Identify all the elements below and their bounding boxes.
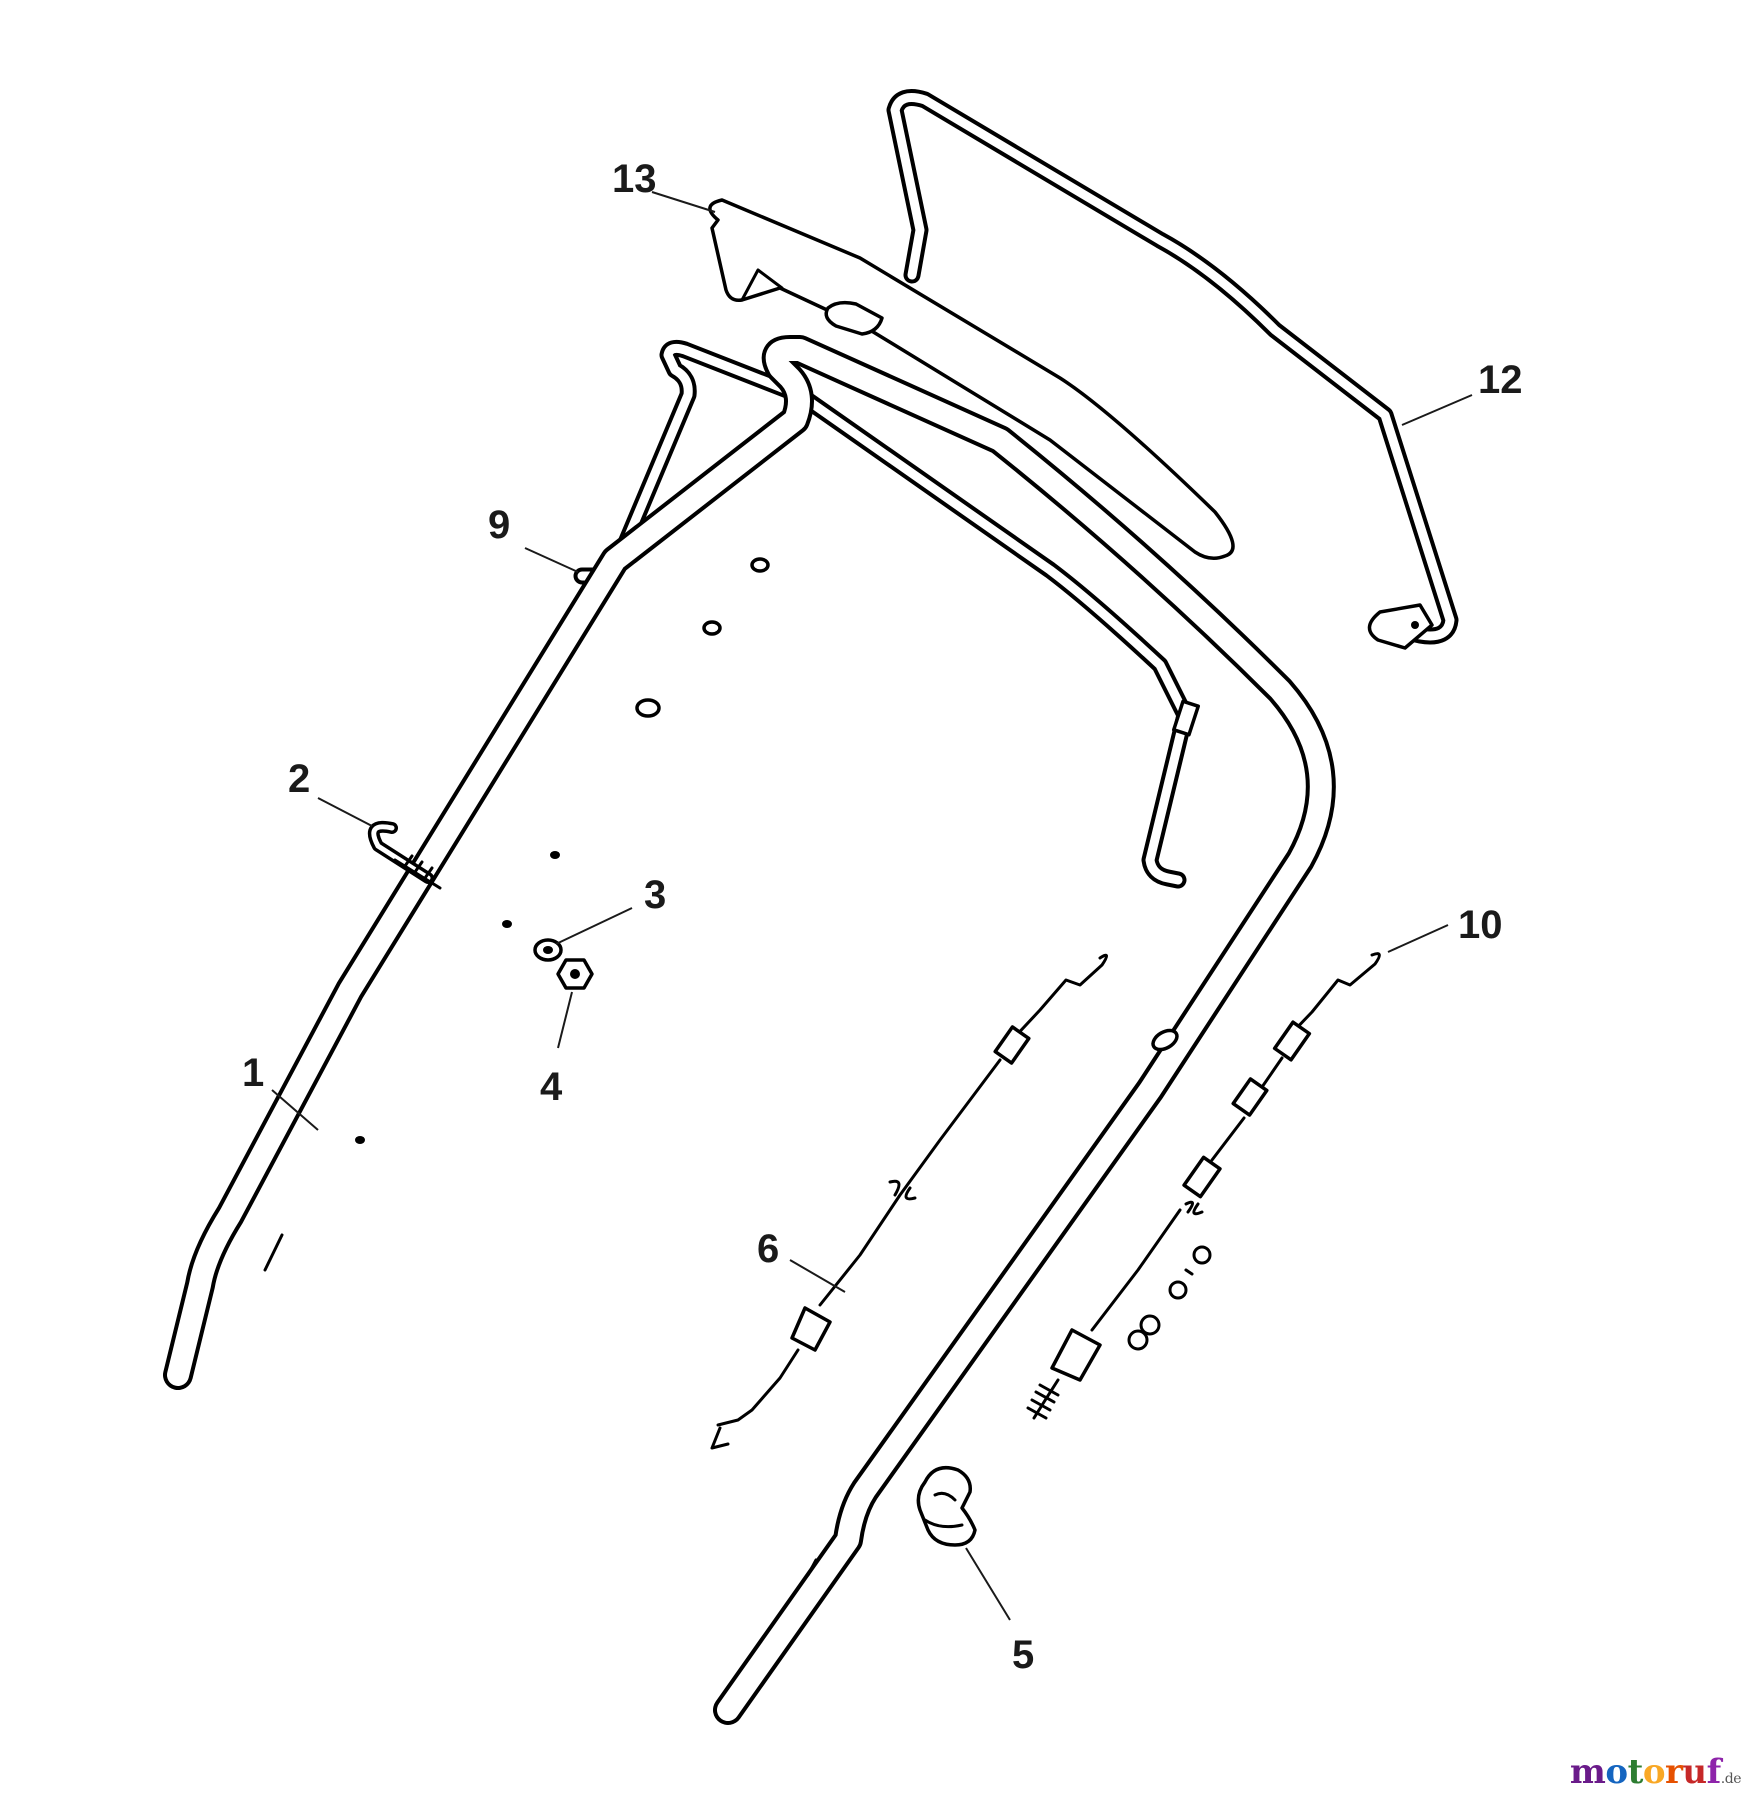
leader-lines — [271, 191, 1473, 1621]
callout-10: 10 — [1458, 903, 1503, 947]
part-13-handle-grip[interactable] — [708, 198, 1235, 560]
callout-13: 13 — [612, 157, 657, 201]
part-12-upper-bail[interactable] — [886, 89, 1459, 650]
leader-5 — [965, 1547, 1011, 1621]
part-10-cable[interactable] — [1026, 952, 1381, 1420]
part-3-washer[interactable] — [533, 938, 563, 962]
part-2-hook-bolt[interactable] — [367, 820, 442, 890]
callout-2: 2 — [288, 757, 310, 801]
watermark-tld: .de — [1720, 1771, 1742, 1787]
leader-1 — [271, 1089, 319, 1131]
part-1-main-handle[interactable] — [163, 335, 1336, 1725]
callout-12: 12 — [1478, 358, 1523, 402]
part-9-drive-bail[interactable] — [573, 339, 1200, 889]
callout-6: 6 — [757, 1227, 779, 1271]
part-5-cable-clip[interactable] — [916, 1466, 977, 1547]
leader-10 — [1387, 924, 1449, 953]
leader-13 — [651, 191, 716, 213]
watermark-letter: u — [1682, 1752, 1707, 1792]
leader-3 — [555, 907, 633, 945]
leader-9 — [524, 547, 579, 573]
watermark-letter: m — [1569, 1752, 1606, 1792]
watermark-letter: f — [1706, 1752, 1722, 1792]
watermark-letter: o — [1642, 1752, 1666, 1792]
leader-6 — [789, 1259, 846, 1293]
callout-5: 5 — [1012, 1633, 1034, 1677]
leader-2 — [317, 797, 373, 827]
watermark-letter: t — [1627, 1752, 1644, 1792]
callout-1: 1 — [242, 1051, 264, 1095]
callout-9: 9 — [488, 503, 510, 547]
callout-labels: 1 2 3 4 5 6 9 10 12 13 — [242, 157, 1523, 1677]
leader-12 — [1401, 394, 1473, 426]
callout-3: 3 — [644, 873, 666, 917]
callout-4: 4 — [540, 1065, 563, 1109]
watermark-wordmark: motoruf — [1570, 1752, 1721, 1792]
watermark-letter: o — [1605, 1752, 1628, 1792]
part-4-nut[interactable] — [556, 958, 594, 990]
watermark-letter: r — [1665, 1752, 1683, 1792]
leader-4 — [557, 991, 573, 1049]
part-6-cable[interactable] — [710, 953, 1108, 1450]
motoruf-watermark-logo: motoruf.de — [1570, 1752, 1742, 1792]
